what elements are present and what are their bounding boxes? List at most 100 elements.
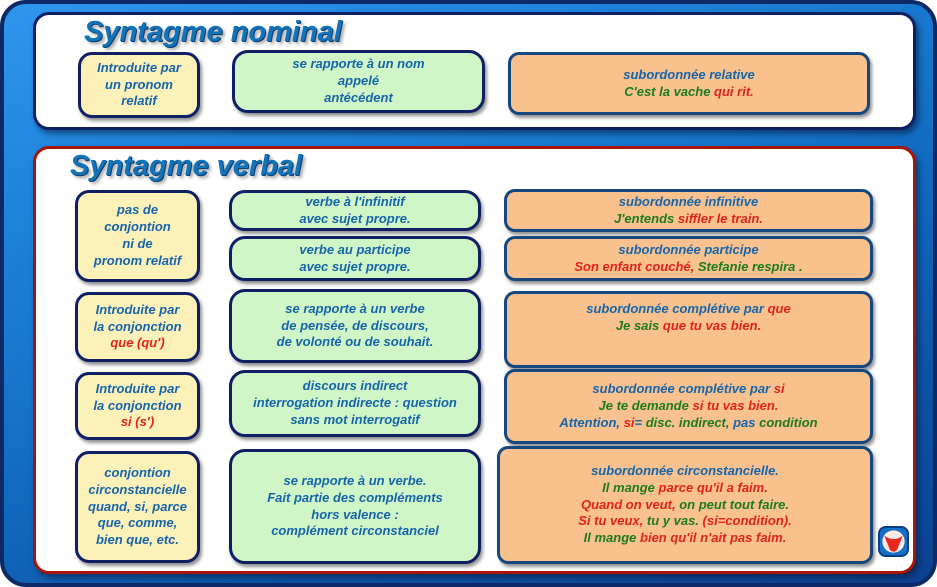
text-segment: que (qu') bbox=[110, 335, 165, 351]
v-logo-button[interactable] bbox=[878, 526, 909, 557]
text-segment: un pronom bbox=[105, 76, 173, 92]
text-segment: complément circonstanciel bbox=[271, 523, 439, 539]
text-line: bien que, etc. bbox=[96, 532, 179, 549]
text-segment: verbe au participe bbox=[299, 241, 411, 257]
text-line: que (qu') bbox=[110, 335, 164, 352]
text-segment: si tu vas bien. bbox=[692, 398, 779, 414]
text-line: la conjonction bbox=[93, 319, 181, 336]
text-segment: Il mange bbox=[583, 530, 641, 546]
text-segment: subordonnée complétive par bbox=[586, 301, 768, 316]
verbal-title: Syntagme verbal bbox=[70, 150, 303, 182]
text-segment: que, comme, bbox=[97, 515, 178, 531]
text-segment: subordonnée participe bbox=[618, 241, 759, 257]
text-line: verbe à l'infinitif bbox=[305, 194, 404, 211]
text-segment: bien que, etc. bbox=[95, 532, 180, 548]
text-segment: condition bbox=[759, 414, 818, 430]
text-segment: (si=condition). bbox=[702, 513, 792, 529]
text-line: verbe au participe bbox=[299, 242, 410, 259]
text-segment: que bbox=[767, 301, 791, 316]
text-line: avec sujet propre. bbox=[299, 259, 410, 276]
text-line: discours indirect bbox=[303, 378, 408, 395]
text-segment: subordonnée relative bbox=[623, 66, 755, 82]
text-line: quand, si, parce bbox=[88, 499, 187, 516]
text-segment: pas bbox=[733, 414, 760, 430]
text-line: subordonnée complétive par que bbox=[586, 301, 790, 318]
text-segment: antécédent bbox=[324, 89, 393, 105]
text-line: Si tu veux, tu y vas. (si=condition). bbox=[578, 513, 791, 530]
text-segment: hors valence : bbox=[311, 506, 399, 522]
text-segment: Introduite par bbox=[95, 301, 180, 317]
text-line: complément circonstanciel bbox=[271, 523, 439, 540]
text-line: conjontion bbox=[104, 219, 170, 236]
text-line: appelé bbox=[338, 73, 379, 90]
text-segment: interrogation indirecte : question bbox=[253, 395, 457, 411]
text-line: se rapporte à un verbe. bbox=[283, 473, 426, 490]
text-segment: on peut tout faire. bbox=[679, 496, 789, 512]
text-line: subordonnée relative bbox=[623, 67, 754, 84]
text-line: subordonnée participe bbox=[618, 242, 758, 259]
text-line: Attention, si= disc. indirect, pas condi… bbox=[559, 415, 817, 432]
text-line: pas de bbox=[117, 202, 158, 219]
text-line: que, comme, bbox=[98, 515, 177, 532]
v-logo-icon bbox=[878, 526, 909, 557]
text-segment: Introduite par bbox=[95, 380, 180, 396]
text-line: la conjonction bbox=[93, 398, 181, 415]
text-segment: sans mot interrogatif bbox=[290, 411, 420, 427]
text-line: interrogation indirecte : question bbox=[253, 395, 457, 412]
text-segment: J'entends bbox=[614, 210, 678, 226]
verbal-circ-form-box: se rapporte à un verbe.Fait partie des c… bbox=[229, 449, 481, 564]
text-segment: Attention, bbox=[559, 414, 624, 430]
text-line: ni de bbox=[122, 236, 152, 253]
text-line: de pensée, de discours, bbox=[281, 318, 428, 335]
text-segment: quand, si, parce bbox=[88, 498, 187, 514]
text-segment: avec sujet propre. bbox=[299, 210, 411, 226]
text-segment: Si tu veux, bbox=[578, 513, 647, 529]
text-line: C'est la vache qui rit. bbox=[624, 84, 754, 101]
text-segment: de volonté ou de souhait. bbox=[276, 334, 434, 350]
text-segment: subordonnée complétive par bbox=[592, 381, 774, 397]
text-segment: si bbox=[773, 381, 785, 397]
text-segment: bien qu'il n'ait pas faim. bbox=[640, 530, 787, 546]
text-line: de volonté ou de souhait. bbox=[277, 334, 434, 351]
text-segment: tu y vas. bbox=[646, 513, 703, 529]
text-line: antécédent bbox=[324, 90, 393, 107]
text-line: sans mot interrogatif bbox=[290, 412, 419, 429]
text-segment: avec sujet propre. bbox=[299, 258, 411, 274]
text-segment: la conjonction bbox=[93, 318, 182, 334]
text-line: pronom relatif bbox=[94, 253, 181, 270]
text-segment: = bbox=[634, 414, 646, 430]
text-line: Je sais que tu vas bien. bbox=[616, 318, 761, 335]
text-line: conjontion bbox=[104, 465, 170, 482]
text-segment: ni de bbox=[122, 236, 153, 251]
text-segment: si (s') bbox=[120, 414, 155, 430]
text-segment: conjontion bbox=[104, 219, 171, 235]
text-segment: parce qu'il a faim. bbox=[658, 479, 768, 495]
text-line: Introduite par bbox=[96, 302, 180, 319]
text-line: subordonnée infinitive bbox=[619, 194, 758, 211]
text-segment: qui rit. bbox=[714, 83, 754, 99]
text-segment: si bbox=[623, 414, 635, 430]
text-segment: pronom relatif bbox=[93, 252, 182, 268]
text-line: Il mange parce qu'il a faim. bbox=[602, 480, 768, 497]
text-segment: se rapporte à un nom bbox=[292, 56, 425, 72]
text-line: Quand on veut, on peut tout faire. bbox=[581, 497, 789, 514]
text-segment: discours indirect bbox=[302, 378, 408, 394]
text-line: Introduite par bbox=[96, 381, 180, 398]
text-segment: Je te demande bbox=[598, 398, 693, 414]
text-segment: disc. indirect, bbox=[645, 414, 734, 430]
text-line: se rapporte à un verbe bbox=[285, 301, 424, 318]
text-segment: verbe à l'infinitif bbox=[305, 193, 405, 209]
text-segment: Quand on veut, bbox=[580, 496, 680, 512]
text-line: Introduite par bbox=[97, 60, 181, 77]
